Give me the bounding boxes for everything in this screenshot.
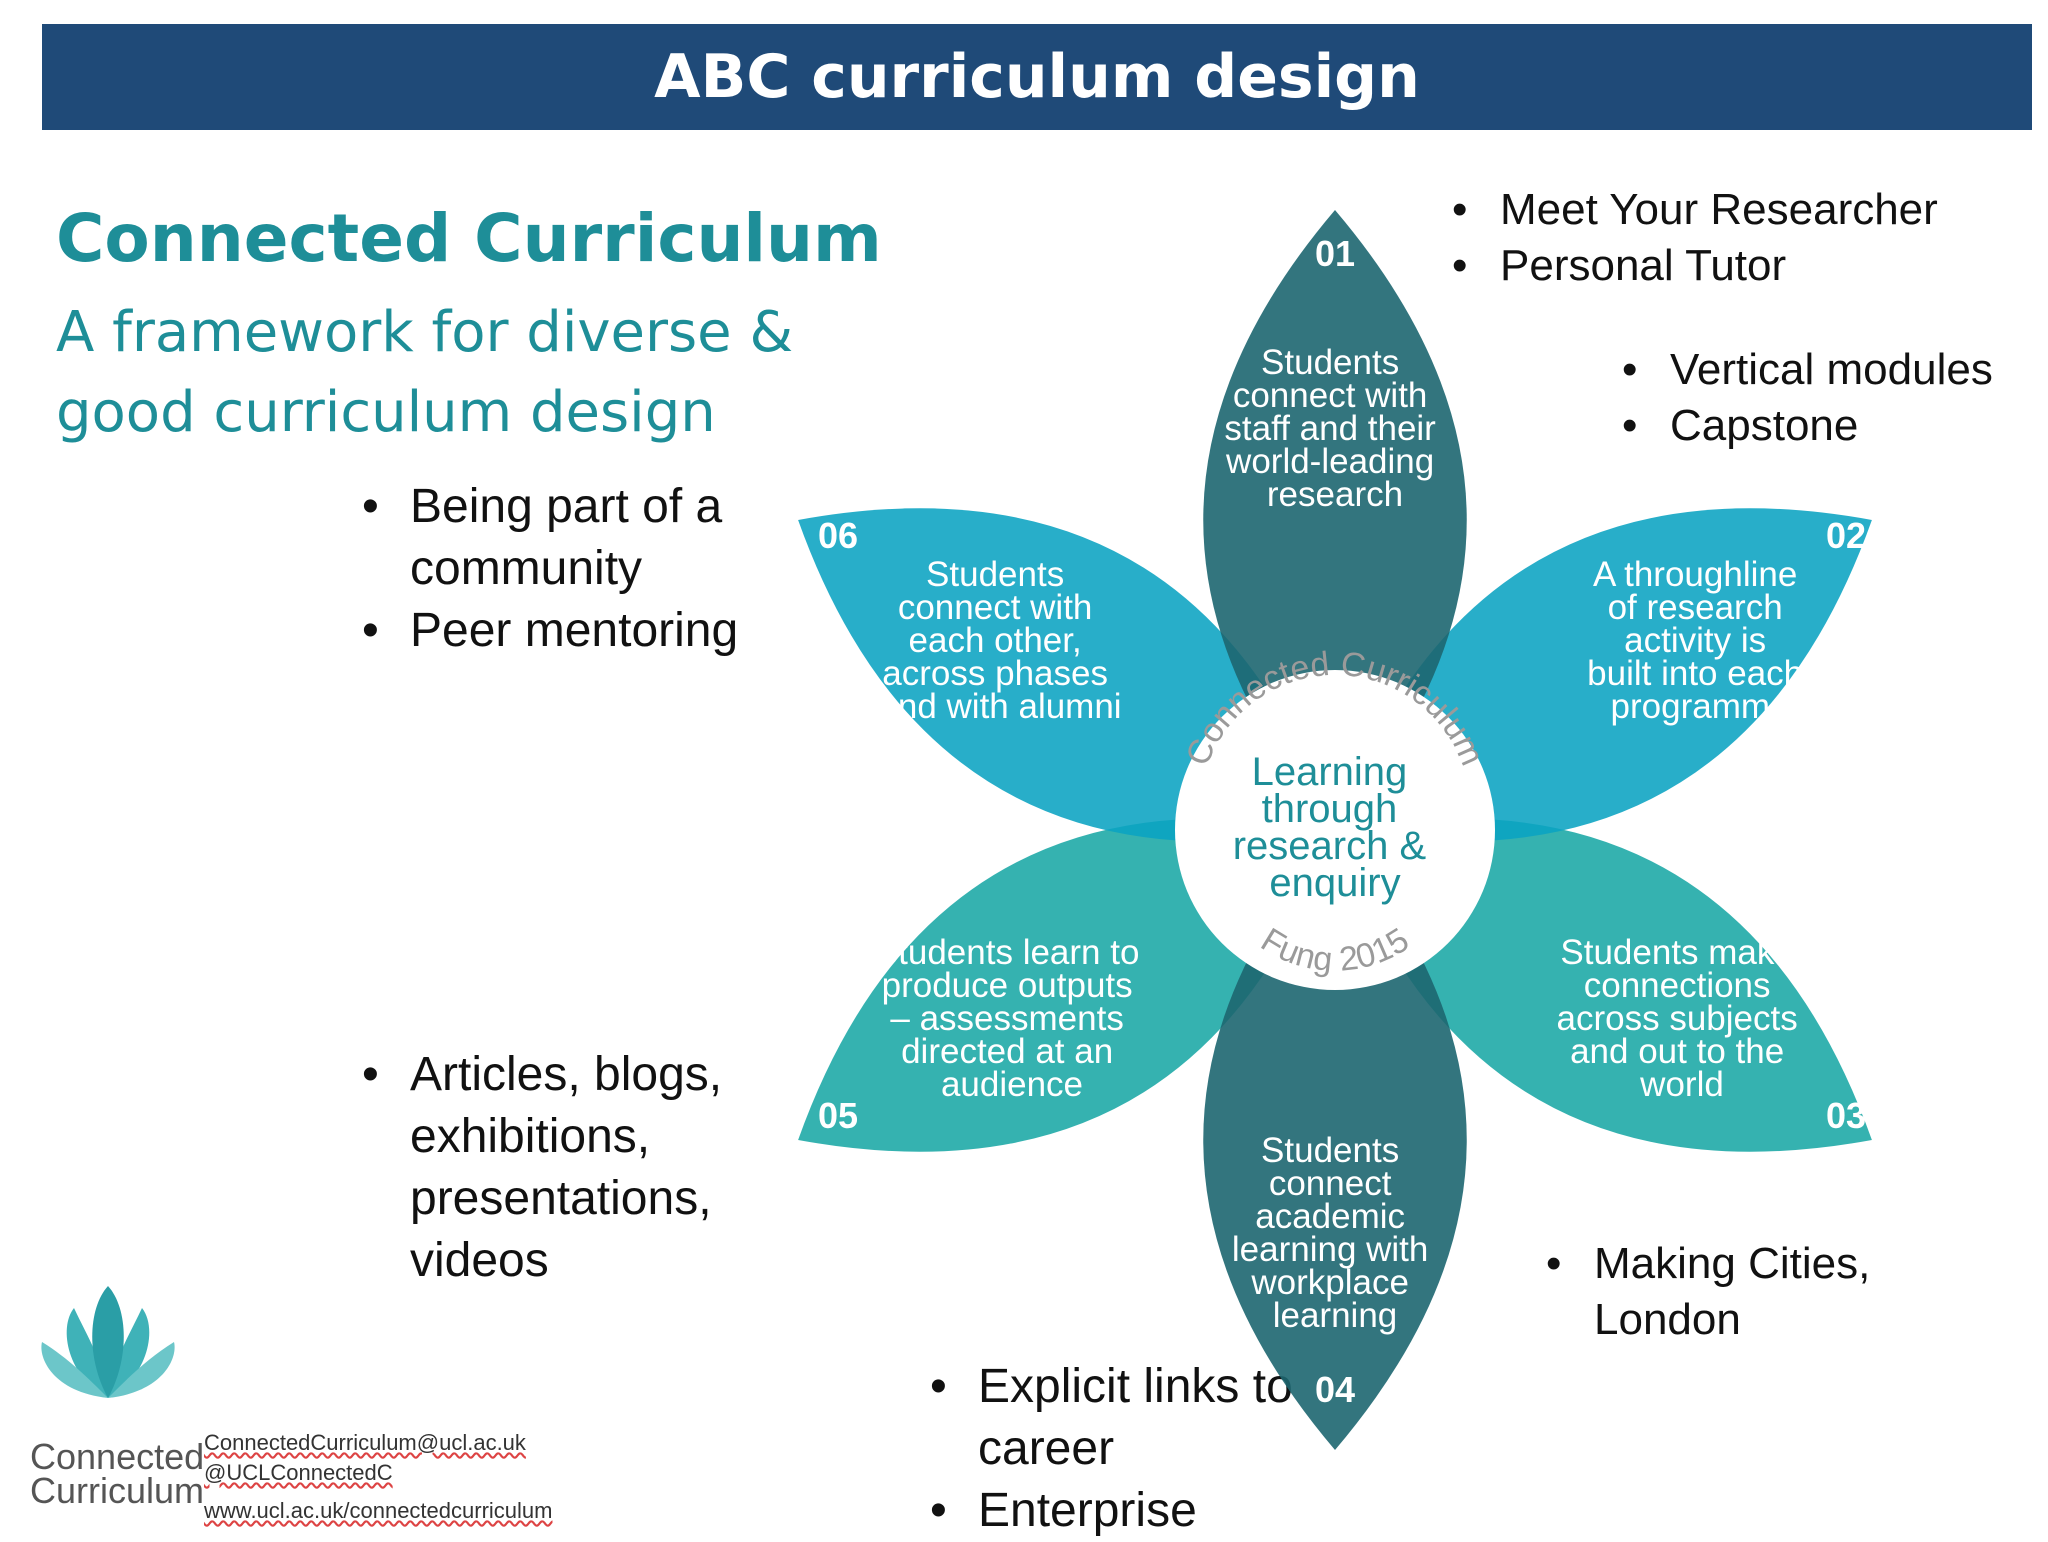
petal-04-number: 04: [1315, 1369, 1355, 1410]
petal-shape-01: [1203, 210, 1467, 830]
annotation-right-upper: Vertical modules Capstone: [1622, 342, 1993, 454]
annotation-right-lower: Making Cities, London: [1546, 1236, 1946, 1348]
center-text: Learning through research & enquiry: [1233, 750, 1438, 905]
logo-line-2: Curriculum: [30, 1470, 205, 1511]
petal-03-number: 03: [1826, 1095, 1866, 1136]
annotation-item: Capstone: [1622, 398, 1993, 454]
annotation-item: Meet Your Researcher: [1452, 182, 1938, 238]
annotation-item: Articles, blogs, exhibitions, presentati…: [362, 1044, 742, 1292]
annotation-item: Being part of a community: [362, 476, 782, 600]
petal-02-number: 02: [1826, 515, 1866, 556]
annotation-item: Enterprise: [930, 1480, 1350, 1542]
petal-04-text: Students connect academic learning with …: [1232, 1131, 1438, 1335]
annotation-left-upper: Being part of a community Peer mentoring: [362, 476, 782, 662]
annotation-left-lower: Articles, blogs, exhibitions, presentati…: [362, 1044, 742, 1292]
petal-05-number: 05: [818, 1095, 858, 1136]
petal-06-number: 06: [818, 515, 858, 556]
annotation-bottom: Explicit links to career Enterprise: [930, 1356, 1350, 1542]
petal-02-text: A throughline of research activity is bu…: [1587, 555, 1813, 726]
petal-03-text: Students make connections across subject…: [1557, 933, 1808, 1104]
petal-06-text: Students connect with each other, across…: [878, 555, 1121, 726]
slide-title: ABC curriculum design: [42, 24, 2032, 130]
logo-line-1: Connected: [30, 1436, 205, 1477]
petal-shape-04: [1203, 830, 1467, 1450]
annotation-top-right: Meet Your Researcher Personal Tutor: [1452, 182, 1938, 294]
petal-05-text: Students learn to produce outputs – asse…: [875, 933, 1149, 1104]
subtitle-line-1: A framework for diverse &: [56, 300, 794, 365]
petal-01-text: Students connect with staff and their wo…: [1224, 343, 1445, 514]
footer-contacts: ConnectedCurriculum@ucl.ac.uk @UCLConnec…: [204, 1428, 552, 1526]
annotation-item: Explicit links to career: [930, 1356, 1350, 1480]
contact-twitter-link[interactable]: @UCLConnectedC: [204, 1460, 393, 1485]
contact-website-link[interactable]: www.ucl.ac.uk/connectedcurriculum: [204, 1498, 553, 1523]
contact-email-link[interactable]: ConnectedCurriculum@ucl.ac.uk: [204, 1430, 526, 1455]
petal-01-number: 01: [1315, 233, 1355, 274]
subtitle-line-2: good curriculum design: [56, 380, 716, 445]
annotation-item: Making Cities, London: [1546, 1236, 1946, 1348]
center-circle: [1175, 670, 1495, 990]
footer-logo-wordmark: Connected Curriculum: [30, 1436, 205, 1511]
connected-curriculum-heading: Connected Curriculum: [56, 200, 882, 277]
annotation-item: Personal Tutor: [1452, 238, 1938, 294]
lotus-logo-icon: [41, 1286, 175, 1398]
annotation-item: Vertical modules: [1622, 342, 1993, 398]
annotation-item: Peer mentoring: [362, 600, 782, 662]
